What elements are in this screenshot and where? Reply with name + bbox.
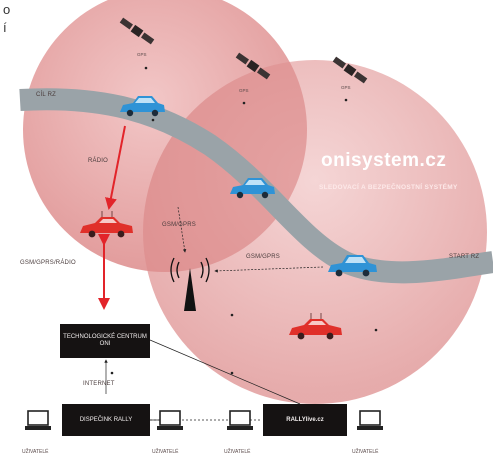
users-label: UŽIVATELÉ	[22, 449, 49, 455]
road	[19, 88, 493, 284]
rallylive-box: RALLYlive.cz	[263, 404, 347, 436]
gsm-radio-label: GSM/GPRS/RÁDIO	[20, 260, 76, 266]
corner-text: í	[3, 20, 7, 35]
gsm-label: GSM/GPRS	[162, 222, 196, 228]
users-label: UŽIVATELÉ	[152, 449, 179, 455]
gps-label: GPS	[137, 52, 147, 57]
brand-title: onisystem.cz	[321, 150, 447, 171]
car-blue-icon	[328, 255, 377, 277]
car-red-icon	[80, 211, 133, 238]
technology-center-box: TECHNOLOGICKÉ CENTRUM ONI	[60, 324, 150, 358]
computer-icon	[157, 410, 183, 430]
gsm-label: GSM/GPRS	[246, 254, 280, 260]
antenna-tower-icon	[170, 257, 210, 311]
gps-label: GPS	[239, 88, 249, 93]
computer-icon	[227, 410, 253, 430]
computer-icon	[25, 410, 51, 430]
radio-label: RÁDIO	[88, 158, 109, 164]
dispatch-box: DISPEČINK RALLY	[62, 404, 150, 436]
satellite-icon	[119, 17, 155, 45]
corner-text: o	[3, 2, 11, 17]
users-label: UŽIVATELÉ	[224, 449, 251, 455]
satellite-icon	[332, 56, 368, 84]
start-label: START RZ	[449, 254, 480, 260]
car-blue-icon	[230, 178, 275, 199]
finish-label: CÍL RZ	[36, 92, 56, 98]
users-label: UŽIVATELÉ	[352, 449, 379, 455]
internet-label: INTERNET	[83, 381, 115, 387]
computer-icon	[357, 410, 383, 430]
brand-tagline: SLEDOVACÍ A BEZPEČNOSTNÍ SYSTÉMY	[319, 184, 458, 191]
car-blue-icon	[120, 96, 165, 117]
satellite-icon	[235, 52, 271, 80]
radio-arrow	[105, 125, 126, 210]
gps-label: GPS	[341, 85, 351, 90]
car-red-icon	[289, 313, 342, 340]
